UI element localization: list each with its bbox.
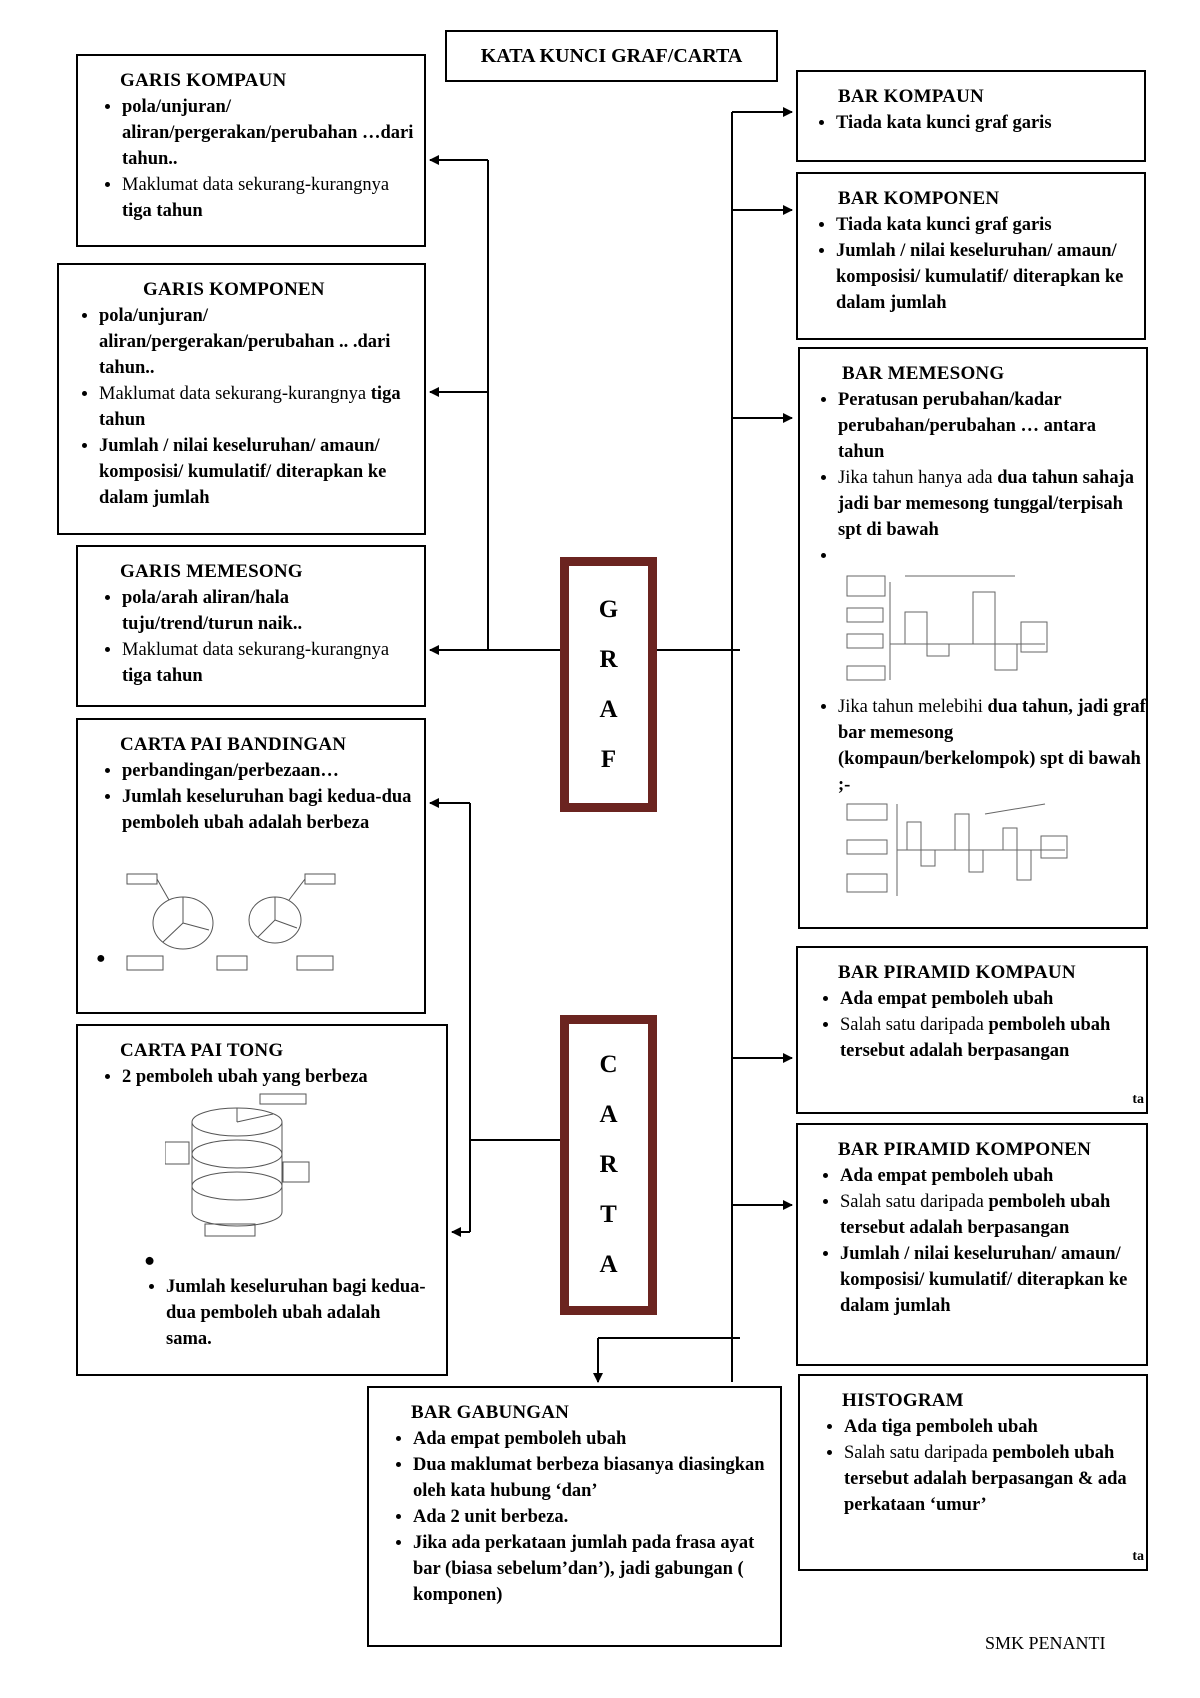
box-title: BAR PIRAMID KOMPONEN xyxy=(838,1139,1092,1160)
bullet-item: Jika tahun hanya ada dua tahun sahaja ja… xyxy=(838,465,1136,543)
bullet-item: Salah satu daripada pemboleh ubah terseb… xyxy=(840,1189,1136,1241)
bullet-item: Jumlah / nilai keseluruhan/ amaun/ kompo… xyxy=(99,433,414,511)
carta-letter: A xyxy=(599,1251,618,1278)
histogram-box: HISTOGRAM Ada tiga pemboleh ubah Salah s… xyxy=(798,1374,1148,1571)
empty-bullet: ● xyxy=(144,1251,156,1271)
box-title: CARTA PAI BANDINGAN xyxy=(120,734,347,755)
carta-pai-tong-box: CARTA PAI TONG 2 pemboleh ubah yang berb… xyxy=(76,1024,448,1376)
bullet-item: Ada empat pemboleh ubah xyxy=(840,986,1136,1012)
bullet-item: Jika ada perkataan jumlah pada frasa aya… xyxy=(413,1530,770,1608)
box-title: BAR KOMPAUN xyxy=(838,86,984,107)
graf-letter: G xyxy=(598,595,619,623)
graf-box: G R A F xyxy=(560,557,657,812)
carta-letter: C xyxy=(599,1051,618,1078)
bullet-item: Jumlah keseluruhan bagi kedua-dua pembol… xyxy=(122,784,414,836)
bar-piramid-komponen-box: BAR PIRAMID KOMPONEN Ada empat pemboleh … xyxy=(796,1123,1148,1366)
footer-school-name: SMK PENANTI xyxy=(985,1633,1106,1653)
empty-bullet xyxy=(838,543,1136,569)
cylinder-pie-thumbnail xyxy=(165,1093,310,1237)
bullet-item: Jika tahun melebihi dua tahun, jadi graf… xyxy=(838,694,1148,798)
empty-bullet: ● xyxy=(96,950,106,967)
box-title: BAR MEMESONG xyxy=(842,363,1005,384)
bullet-item: Jumlah / nilai keseluruhan/ amaun/ kompo… xyxy=(840,1241,1136,1319)
bullet-item: Salah satu daripada pemboleh ubah terseb… xyxy=(844,1440,1136,1518)
bullet-item: Ada empat pemboleh ubah xyxy=(840,1163,1136,1189)
bullet-item: pola/unjuran/ aliran/pergerakan/perubaha… xyxy=(99,303,414,381)
carta-letter: R xyxy=(599,1151,618,1178)
box-title: GARIS MEMESONG xyxy=(120,561,303,582)
bar-piramid-kompaun-box: BAR PIRAMID KOMPAUN Ada empat pemboleh u… xyxy=(796,946,1148,1114)
bullet-item: Jumlah keseluruhan bagi kedua-dua pembol… xyxy=(166,1274,426,1352)
box-title: GARIS KOMPAUN xyxy=(120,70,287,91)
box-title: CARTA PAI TONG xyxy=(120,1040,284,1061)
bullet-item: Maklumat data sekurang-kurangnya tiga ta… xyxy=(99,381,414,433)
carta-letter: T xyxy=(600,1201,617,1228)
deviation-bar-thumbnail xyxy=(846,575,1048,681)
garis-komponen-box: GARIS KOMPONEN pola/unjuran/ aliran/perg… xyxy=(57,263,426,535)
bullet-item: Jumlah / nilai keseluruhan/ amaun/ kompo… xyxy=(836,238,1134,316)
bullet-item: Ada tiga pemboleh ubah xyxy=(844,1414,1136,1440)
diagram-title: KATA KUNCI GRAF/CARTA xyxy=(445,30,778,82)
bullet-item: Maklumat data sekurang-kurangnya tiga ta… xyxy=(122,637,414,689)
bullet-item: Tiada kata kunci graf garis xyxy=(836,110,1134,136)
bullet-item: 2 pemboleh ubah yang berbeza xyxy=(122,1064,436,1090)
graf-letter: R xyxy=(599,645,618,673)
bullet-item: Dua maklumat berbeza biasanya diasingkan… xyxy=(413,1452,770,1504)
bar-kompaun-box: BAR KOMPAUN Tiada kata kunci graf garis xyxy=(796,70,1146,162)
graf-letter: A xyxy=(599,695,618,723)
graf-letter: F xyxy=(600,745,617,773)
compound-deviation-bar-thumbnail xyxy=(846,803,1068,896)
bullet-item: Ada empat pemboleh ubah xyxy=(413,1426,770,1452)
box-title: BAR GABUNGAN xyxy=(411,1402,570,1423)
box-title: BAR KOMPONEN xyxy=(838,188,1000,209)
garis-memesong-box: GARIS MEMESONG pola/arah aliran/hala tuj… xyxy=(76,545,426,707)
bullet-item: pola/arah aliran/hala tuju/trend/turun n… xyxy=(122,585,414,637)
truncated-text: ta xyxy=(1132,1549,1144,1564)
garis-kompaun-box: GARIS KOMPAUN pola/unjuran/ aliran/perge… xyxy=(76,54,426,247)
pie-comparison-thumbnail xyxy=(126,873,336,971)
box-title: GARIS KOMPONEN xyxy=(143,279,325,300)
bullet-item: Tiada kata kunci graf garis xyxy=(836,212,1134,238)
bar-komponen-box: BAR KOMPONEN Tiada kata kunci graf garis… xyxy=(796,172,1146,340)
box-title: BAR PIRAMID KOMPAUN xyxy=(838,962,1076,983)
box-title: HISTOGRAM xyxy=(842,1390,964,1411)
carta-letter: A xyxy=(599,1101,618,1128)
bullet-item: Maklumat data sekurang-kurangnya tiga ta… xyxy=(122,172,414,224)
bullet-item: pola/unjuran/ aliran/pergerakan/perubaha… xyxy=(122,94,414,172)
carta-box: C A R T A xyxy=(560,1015,657,1315)
bullet-item: Salah satu daripada pemboleh ubah terseb… xyxy=(840,1012,1136,1064)
truncated-text: ta xyxy=(1132,1092,1144,1107)
carta-pai-bandingan-box: CARTA PAI BANDINGAN perbandingan/perbeza… xyxy=(76,718,426,1014)
bullet-item: perbandingan/perbezaan… xyxy=(122,758,414,784)
bar-gabungan-box: BAR GABUNGAN Ada empat pemboleh ubah Dua… xyxy=(367,1386,782,1647)
bullet-item: Peratusan perubahan/kadar perubahan/peru… xyxy=(838,387,1136,465)
bullet-item: Ada 2 unit berbeza. xyxy=(413,1504,770,1530)
